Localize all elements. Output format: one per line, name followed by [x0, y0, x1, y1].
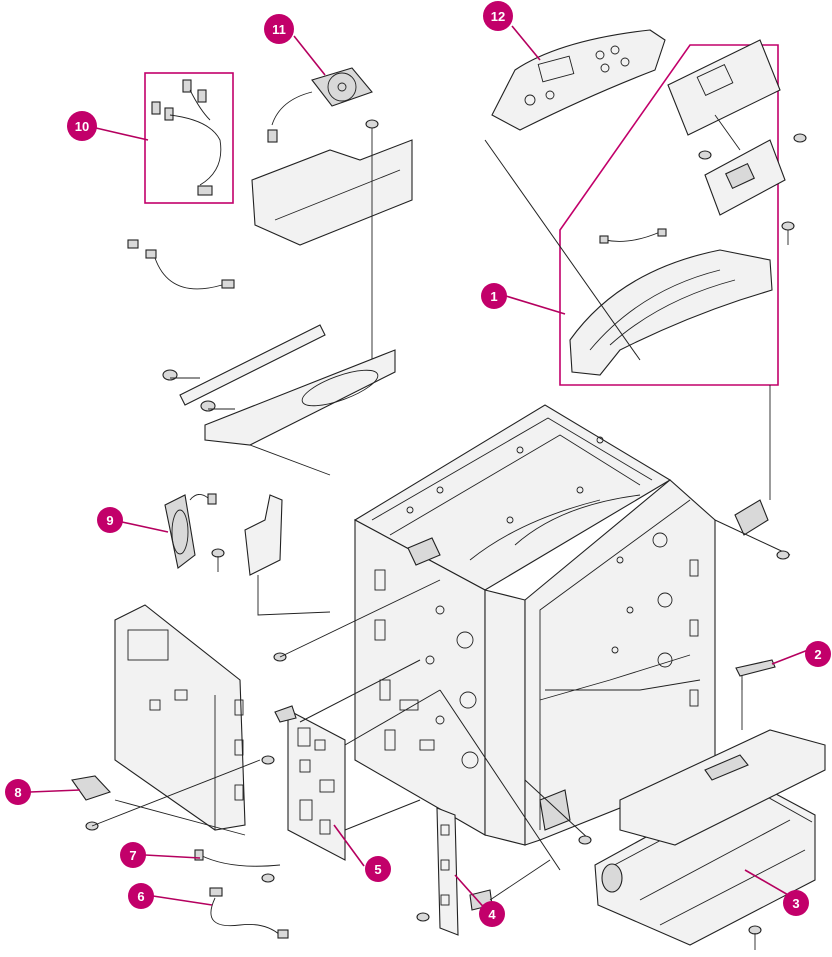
wire-harness-10: [145, 73, 233, 203]
callout-9: 9: [97, 507, 123, 533]
callout-3: 3: [783, 890, 809, 916]
callout-5-label: 5: [374, 862, 381, 877]
callout-12: 12: [483, 1, 513, 31]
loose-wire-harness: [128, 240, 234, 289]
lever-2: [736, 660, 775, 690]
callout-6-label: 6: [137, 889, 144, 904]
callout-1: 1: [481, 283, 507, 309]
callout-10: 10: [67, 111, 97, 141]
formatter-board-5: [262, 706, 345, 882]
mid-tray-assembly: [163, 325, 395, 475]
callout-2: 2: [805, 641, 831, 667]
callout-4-label: 4: [488, 907, 496, 922]
callout-5: 5: [365, 856, 391, 882]
left-side-panel: [115, 605, 245, 835]
fan-assembly: [268, 68, 372, 142]
callout-12-label: 12: [491, 9, 505, 24]
callout-3-label: 3: [792, 896, 799, 911]
callout-8: 8: [5, 779, 31, 805]
callout-11: 11: [264, 14, 294, 44]
cable-7: [195, 850, 280, 866]
callout-6: 6: [128, 883, 154, 909]
cooling-fan-9: [165, 494, 330, 615]
callout-10-label: 10: [75, 119, 89, 134]
callout-9-label: 9: [106, 513, 113, 528]
callout-1-label: 1: [490, 289, 497, 304]
cable-6: [210, 888, 288, 938]
callout-11-label: 11: [272, 22, 286, 37]
callout-2-label: 2: [814, 647, 821, 662]
callout-4: 4: [479, 901, 505, 927]
top-duct: [252, 120, 412, 370]
callout-8-label: 8: [14, 785, 21, 800]
callout-7: 7: [120, 842, 146, 868]
control-panel-assembly: [560, 40, 806, 500]
callout-7-label: 7: [129, 848, 136, 863]
